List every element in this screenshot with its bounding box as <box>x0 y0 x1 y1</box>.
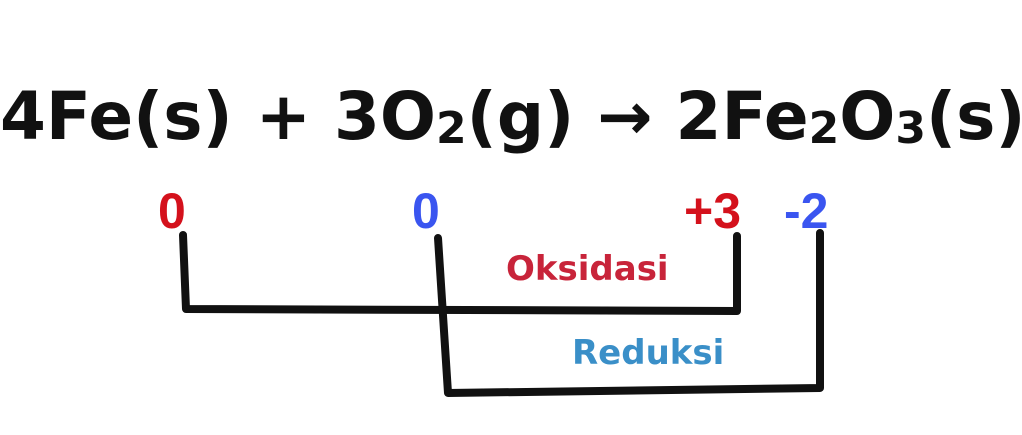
reaction-arrow: → <box>597 78 653 155</box>
oxidation-state-fe-product: +3 <box>684 183 742 239</box>
oxidation-state-o-reactant: 0 <box>412 183 440 239</box>
chemical-equation: 4Fe(s) + 3O2(g) → 2Fe2O3(s) <box>0 78 1022 155</box>
oxidation-state-o-product: -2 <box>784 183 829 239</box>
reduction-bracket <box>434 229 824 397</box>
reactant-iron: 4Fe(s) <box>0 78 233 155</box>
plus-sign: + <box>255 78 312 155</box>
product-iron-oxide: 2Fe2O3(s) <box>675 78 1022 155</box>
oxidation-label: Oksidasi <box>506 249 669 289</box>
reactant-oxygen: 3O2(g) <box>334 78 575 155</box>
oxidation-state-fe-reactant: 0 <box>158 183 186 239</box>
reduction-label: Reduksi <box>572 333 725 373</box>
oxidation-bracket <box>179 231 741 315</box>
